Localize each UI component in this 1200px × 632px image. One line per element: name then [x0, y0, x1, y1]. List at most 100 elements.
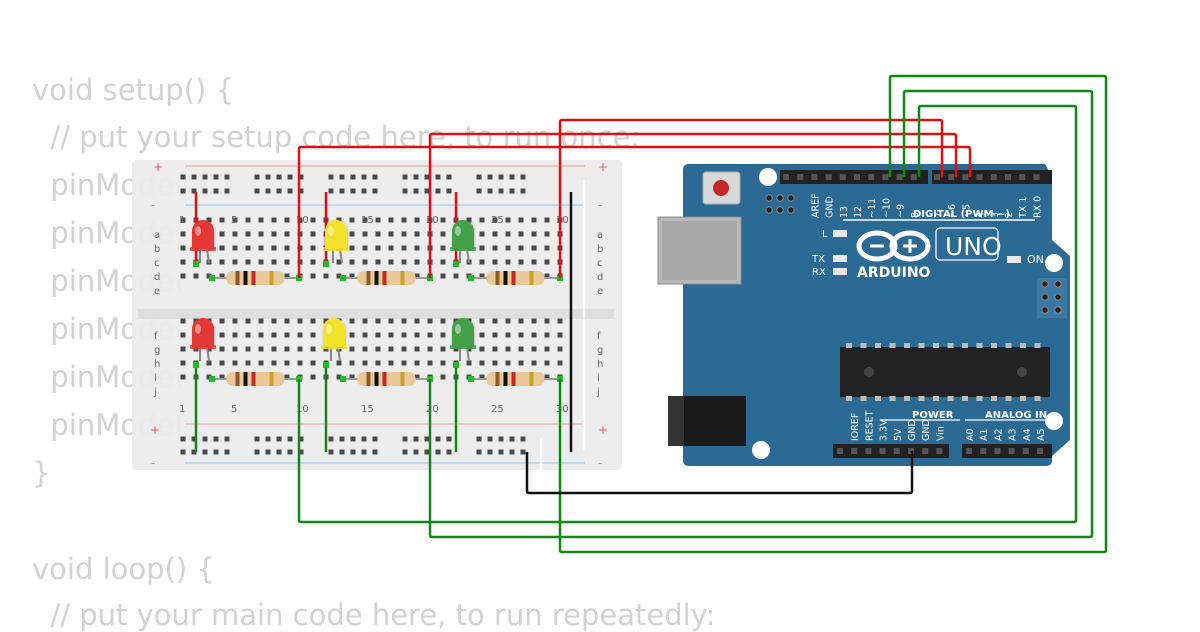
header-pin — [896, 174, 903, 180]
rail-hole — [498, 174, 504, 180]
breadboard-hole — [245, 259, 251, 265]
led-highlight — [326, 324, 332, 334]
digital-pin-label: 2 — [1004, 212, 1015, 218]
breadboard-hole — [388, 318, 394, 324]
rail-hole — [435, 436, 441, 442]
breadboard-hole — [375, 332, 381, 338]
rail-hole — [339, 436, 345, 442]
rail-hole — [350, 188, 356, 194]
breadboard-hole — [440, 346, 446, 352]
rail-hole — [372, 436, 378, 442]
chip-pin — [904, 343, 910, 348]
digital-pin-label: ~10 — [881, 198, 892, 218]
chip-pin — [889, 343, 896, 348]
breadboard-hole — [219, 332, 225, 338]
connection-dot — [468, 275, 474, 281]
rail-hole — [435, 174, 441, 180]
breadboard-hole — [362, 346, 368, 352]
rail-hole — [202, 188, 208, 194]
breadboard-hole — [531, 332, 537, 338]
rail-minus-label-br: - — [598, 456, 602, 470]
breadboard-hole — [310, 318, 316, 324]
rail-hole — [191, 174, 197, 180]
breadboard-hole — [258, 259, 264, 265]
led-tx-label: TX — [811, 254, 825, 265]
led — [321, 318, 347, 362]
rail-hole — [265, 449, 271, 455]
header-pin — [882, 174, 889, 180]
row-label: h — [154, 359, 160, 370]
rail-hole — [402, 188, 408, 194]
resistor-band — [374, 372, 379, 386]
rail-hole — [520, 174, 526, 180]
breadboard-hole — [206, 217, 212, 223]
breadboard-hole — [388, 346, 394, 352]
rail-hole — [402, 174, 408, 180]
chip-pin — [991, 343, 997, 348]
breadboard-hole — [414, 374, 420, 380]
breadboard-hole — [388, 245, 394, 251]
breadboard-hole — [492, 217, 498, 223]
breadboard-hole — [180, 231, 186, 237]
green-wire-pin-9 — [428, 89, 1094, 539]
rail-plus-label-bl: + — [150, 423, 160, 437]
breadboard-hole — [180, 245, 186, 251]
led-highlight — [455, 226, 461, 236]
chip-pin — [1020, 396, 1026, 401]
resistor-band — [529, 271, 534, 285]
row-label: b — [154, 244, 160, 255]
chip-pin — [947, 396, 954, 401]
red-wire-pin-7 — [558, 118, 944, 278]
green-wire-pin-8 — [297, 104, 1078, 524]
analog-in-label: ANALOG IN — [985, 410, 1047, 421]
breadboard-hole — [505, 332, 511, 338]
breadboard-hole — [180, 318, 186, 324]
resistor — [471, 372, 560, 386]
chip-pin — [1034, 343, 1041, 348]
header-pin — [893, 448, 900, 454]
chip-pin — [933, 396, 939, 401]
row-label: e — [154, 286, 160, 297]
connection-dot — [193, 261, 199, 267]
breadboard-hole — [193, 273, 199, 279]
breadboard-hole — [414, 318, 420, 324]
chip-pin — [889, 396, 896, 401]
power-label: POWER — [912, 410, 954, 421]
breadboard-hole — [284, 259, 290, 265]
rail-hole — [180, 436, 186, 442]
breadboard-hole — [245, 318, 251, 324]
breadboard-hole — [310, 217, 316, 223]
red-wire-pin-5 — [297, 145, 972, 278]
atmega-chip — [840, 347, 1050, 397]
breadboard-hole — [284, 332, 290, 338]
led-highlight — [195, 226, 201, 236]
rail-hole — [498, 188, 504, 194]
black-wire-gnd — [525, 451, 914, 495]
breadboard-hole — [232, 360, 238, 366]
breadboard-hole — [349, 360, 355, 366]
chip-pin — [875, 343, 881, 348]
rail-hole — [191, 188, 197, 194]
chip-pin — [846, 396, 852, 401]
analog-pin-label: A1 — [979, 428, 990, 441]
breadboard-hole — [518, 318, 524, 324]
rail-hole — [224, 449, 230, 455]
resistor-band — [382, 372, 387, 386]
power-pin-label: 3.3V — [879, 419, 890, 441]
rail-hole — [254, 449, 260, 455]
led-rim — [321, 345, 347, 349]
digital-pwm-label: DIGITAL (PWM ~) — [913, 209, 1010, 220]
resistor-band — [511, 372, 516, 386]
column-label: 10 — [296, 404, 309, 415]
breadboard-hole — [557, 346, 563, 352]
breadboard-hole — [414, 259, 420, 265]
column-label: 30 — [556, 215, 569, 226]
breadboard-hole — [531, 245, 537, 251]
header-pin — [966, 448, 972, 454]
chip-marker — [1017, 367, 1027, 377]
led-body — [325, 220, 347, 249]
power-pin-label: GND — [907, 419, 918, 441]
breadboard-hole — [375, 231, 381, 237]
